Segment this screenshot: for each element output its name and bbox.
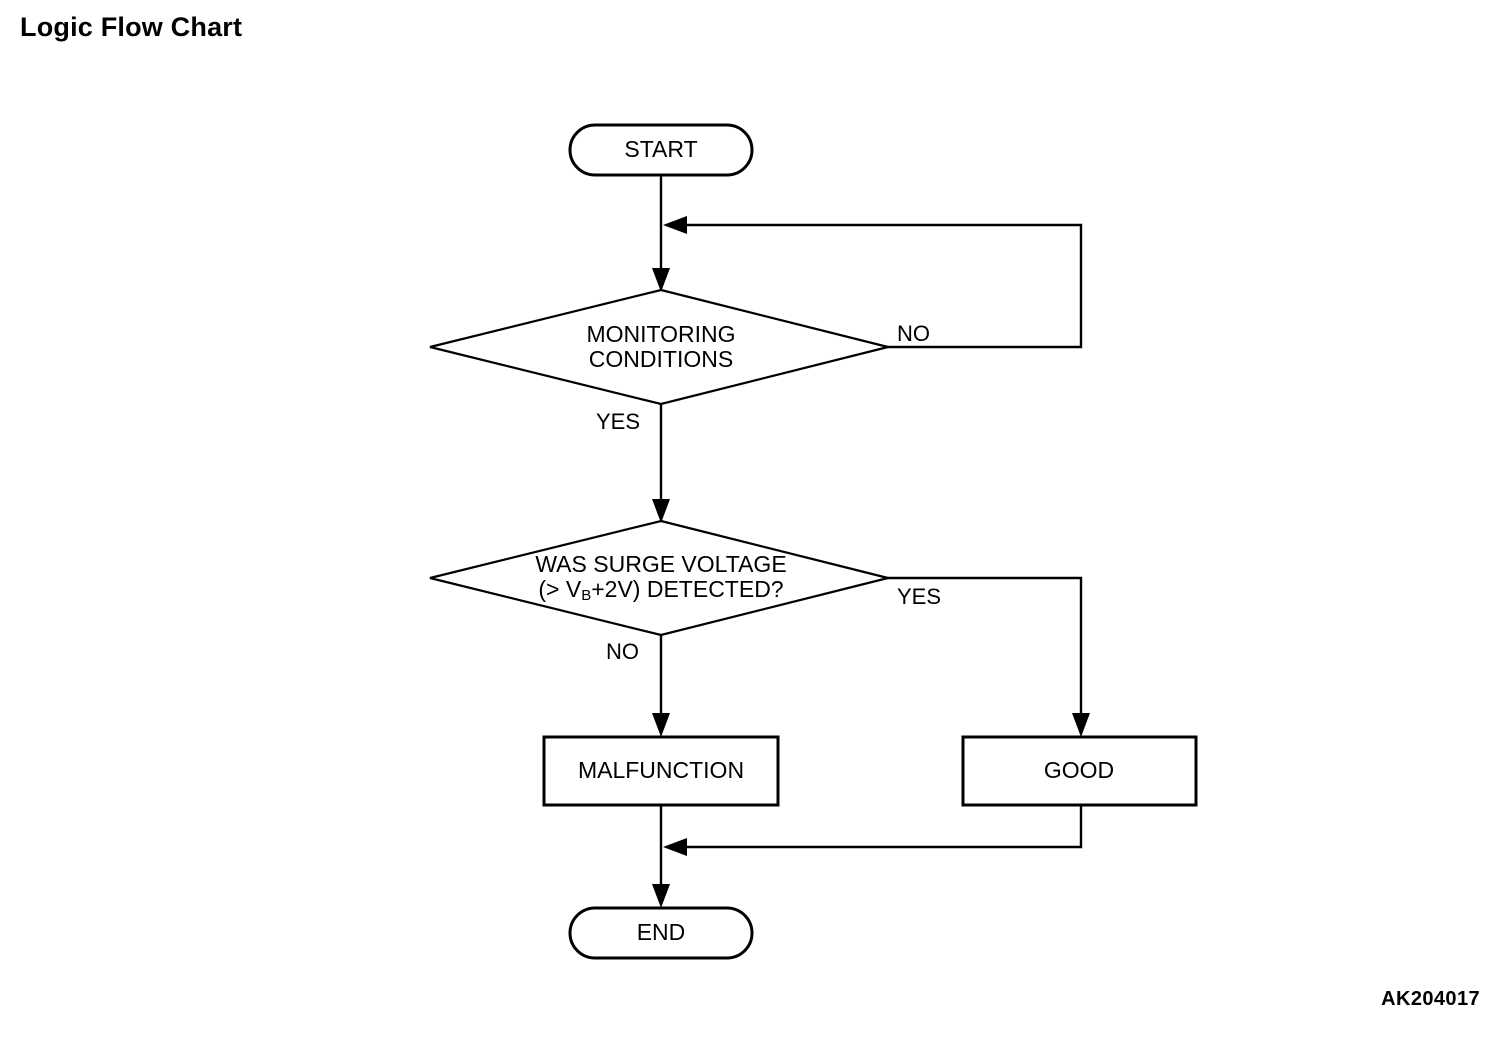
branch-label-monitoring-yes: YES <box>596 409 640 434</box>
node-good-label: GOOD <box>1044 757 1114 783</box>
node-surge-label-line2: (> VB+2V) DETECTED? <box>538 576 783 604</box>
branch-label-surge-yes: YES <box>897 584 941 609</box>
node-surge-voltage-check[interactable]: WAS SURGE VOLTAGE (> VB+2V) DETECTED? <box>429 519 889 637</box>
edge-start-to-monitoring <box>652 173 670 292</box>
node-monitoring-label-line1: MONITORING <box>586 321 735 347</box>
node-start-label: START <box>624 136 697 162</box>
node-monitoring-label-line2: CONDITIONS <box>589 346 733 372</box>
figure-code: AK204017 <box>1381 988 1480 1010</box>
page-title: Logic Flow Chart <box>20 12 243 42</box>
node-end[interactable]: END <box>568 906 754 960</box>
node-malfunction[interactable]: MALFUNCTION <box>542 735 780 807</box>
node-malfunction-label: MALFUNCTION <box>578 757 744 783</box>
node-surge-label-line2-subscript: B <box>581 587 591 604</box>
edge-monitoring-yes-to-surge <box>652 402 670 523</box>
node-surge-label-line2-post: +2V) DETECTED? <box>591 576 783 602</box>
node-surge-label-line2-pre: (> V <box>538 576 581 602</box>
node-monitoring-conditions[interactable]: MONITORING CONDITIONS <box>429 288 889 406</box>
node-end-label: END <box>637 919 686 945</box>
edge-malfunction-to-end <box>652 803 670 908</box>
edge-surge-no-to-malfunction <box>652 633 670 737</box>
edge-good-to-end-merge <box>663 803 1083 856</box>
node-good[interactable]: GOOD <box>961 735 1198 807</box>
edge-monitoring-no-loop <box>663 216 1083 349</box>
edge-surge-yes-to-good <box>886 576 1090 737</box>
branch-label-surge-no: NO <box>606 639 639 664</box>
node-surge-label-line1: WAS SURGE VOLTAGE <box>535 551 786 577</box>
branch-label-monitoring-no: NO <box>897 321 930 346</box>
node-start[interactable]: START <box>568 123 754 177</box>
